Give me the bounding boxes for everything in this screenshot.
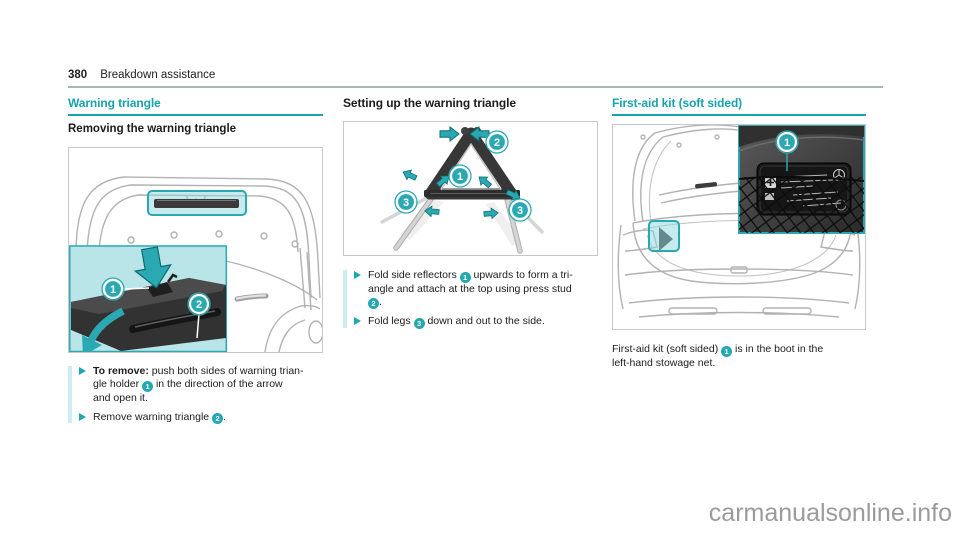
procedure-step: Fold legs 3 down and out to the side.: [343, 315, 598, 329]
column-first-aid: First-aid kit (soft sided): [612, 96, 866, 370]
step-text: To remove: push both sides of warning tr…: [93, 365, 304, 404]
callout-number-chip: 1: [721, 345, 733, 357]
step-text: Fold legs 3 down and out to the side.: [368, 315, 545, 329]
watermark-text: carmanualsonline.info: [708, 499, 952, 527]
folded-holder-bar: [154, 199, 239, 208]
holder-closeup-inset: 1 2: [69, 245, 228, 356]
procedure-steps: Fold side reflectors 1 upwards to form a…: [343, 269, 598, 329]
figure-warning-triangle-setup: 1 2 3 3: [343, 121, 598, 256]
step-text-bold: To remove:: [93, 365, 149, 377]
callout-1: 1: [448, 164, 472, 188]
svg-text:1: 1: [784, 137, 790, 149]
step-text: Fold side reflectors 1 upwards to form a…: [368, 269, 573, 309]
column-warning-triangle: Warning triangle Removing the warning tr…: [68, 96, 324, 430]
callout-3-right: 3: [508, 198, 532, 222]
callout-3-left: 3: [394, 190, 418, 214]
procedure-steps: To remove: push both sides of warning tr…: [68, 365, 323, 424]
subheading-removing: Removing the warning triangle: [68, 123, 237, 135]
open-direction-arrow-icon: [87, 307, 125, 343]
procedure-step: To remove: push both sides of warning tr…: [68, 365, 323, 405]
figure-caption: First-aid kit (soft sided) 1 is in the b…: [612, 343, 824, 369]
bullet-triangle-icon: [354, 271, 361, 279]
callout-2: 2: [485, 130, 509, 154]
page-number: 380: [68, 69, 88, 81]
svg-text:3: 3: [403, 197, 409, 209]
callout-number-chip: 1: [459, 271, 471, 283]
procedure-step: Remove warning triangle 2.: [68, 410, 323, 424]
bullet-triangle-icon: [79, 367, 86, 375]
heading-warning-triangle: Warning triangle: [68, 96, 323, 116]
procedure-step: Fold side reflectors 1 upwards to form a…: [343, 269, 598, 309]
section-title: Breakdown assistance: [100, 69, 216, 81]
page-header: 380 Breakdown assistance: [68, 69, 215, 81]
svg-text:2: 2: [494, 137, 500, 149]
callout-number-chip: 2: [212, 413, 224, 424]
figure-first-aid-location: 1: [612, 124, 866, 330]
header-rule: [68, 86, 883, 88]
boot-lid-drawing: 1 2: [69, 176, 324, 356]
first-aid-kit-inset: 1: [738, 124, 865, 234]
callout-number-chip: 2: [368, 298, 379, 309]
holder-highlight-box: [147, 190, 247, 216]
heading-setting-up: Setting up the warning triangle: [343, 96, 516, 110]
step-text: Remove warning triangle 2.: [93, 410, 226, 424]
figure-boot-lid-holder: 1 2: [68, 147, 324, 356]
stowage-net-highlight-box: [648, 220, 680, 252]
svg-text:1: 1: [457, 171, 463, 183]
callout-number-chip: 1: [142, 380, 154, 392]
svg-text:1: 1: [110, 284, 116, 296]
heading-first-aid: First-aid kit (soft sided): [612, 96, 866, 116]
bullet-triangle-icon: [354, 317, 361, 325]
svg-text:2: 2: [196, 299, 202, 311]
callout-number-chip: 3: [413, 317, 425, 329]
column-setting-up: Setting up the warning triangle: [343, 96, 598, 335]
callout-1: 1: [101, 277, 125, 301]
car-boot-drawing: 1: [617, 124, 865, 318]
lid-grip: [695, 182, 718, 189]
boot-lid-outline: [75, 176, 324, 353]
svg-text:3: 3: [517, 205, 523, 217]
callout-2: 2: [187, 292, 211, 316]
elastic-net: [739, 177, 864, 233]
warning-triangle-drawing: 1 2 3 3: [380, 126, 544, 254]
bullet-triangle-icon: [79, 412, 86, 421]
callout-1: 1: [775, 130, 799, 154]
holder-latch: [147, 282, 173, 297]
push-down-arrow-icon: [133, 246, 172, 289]
